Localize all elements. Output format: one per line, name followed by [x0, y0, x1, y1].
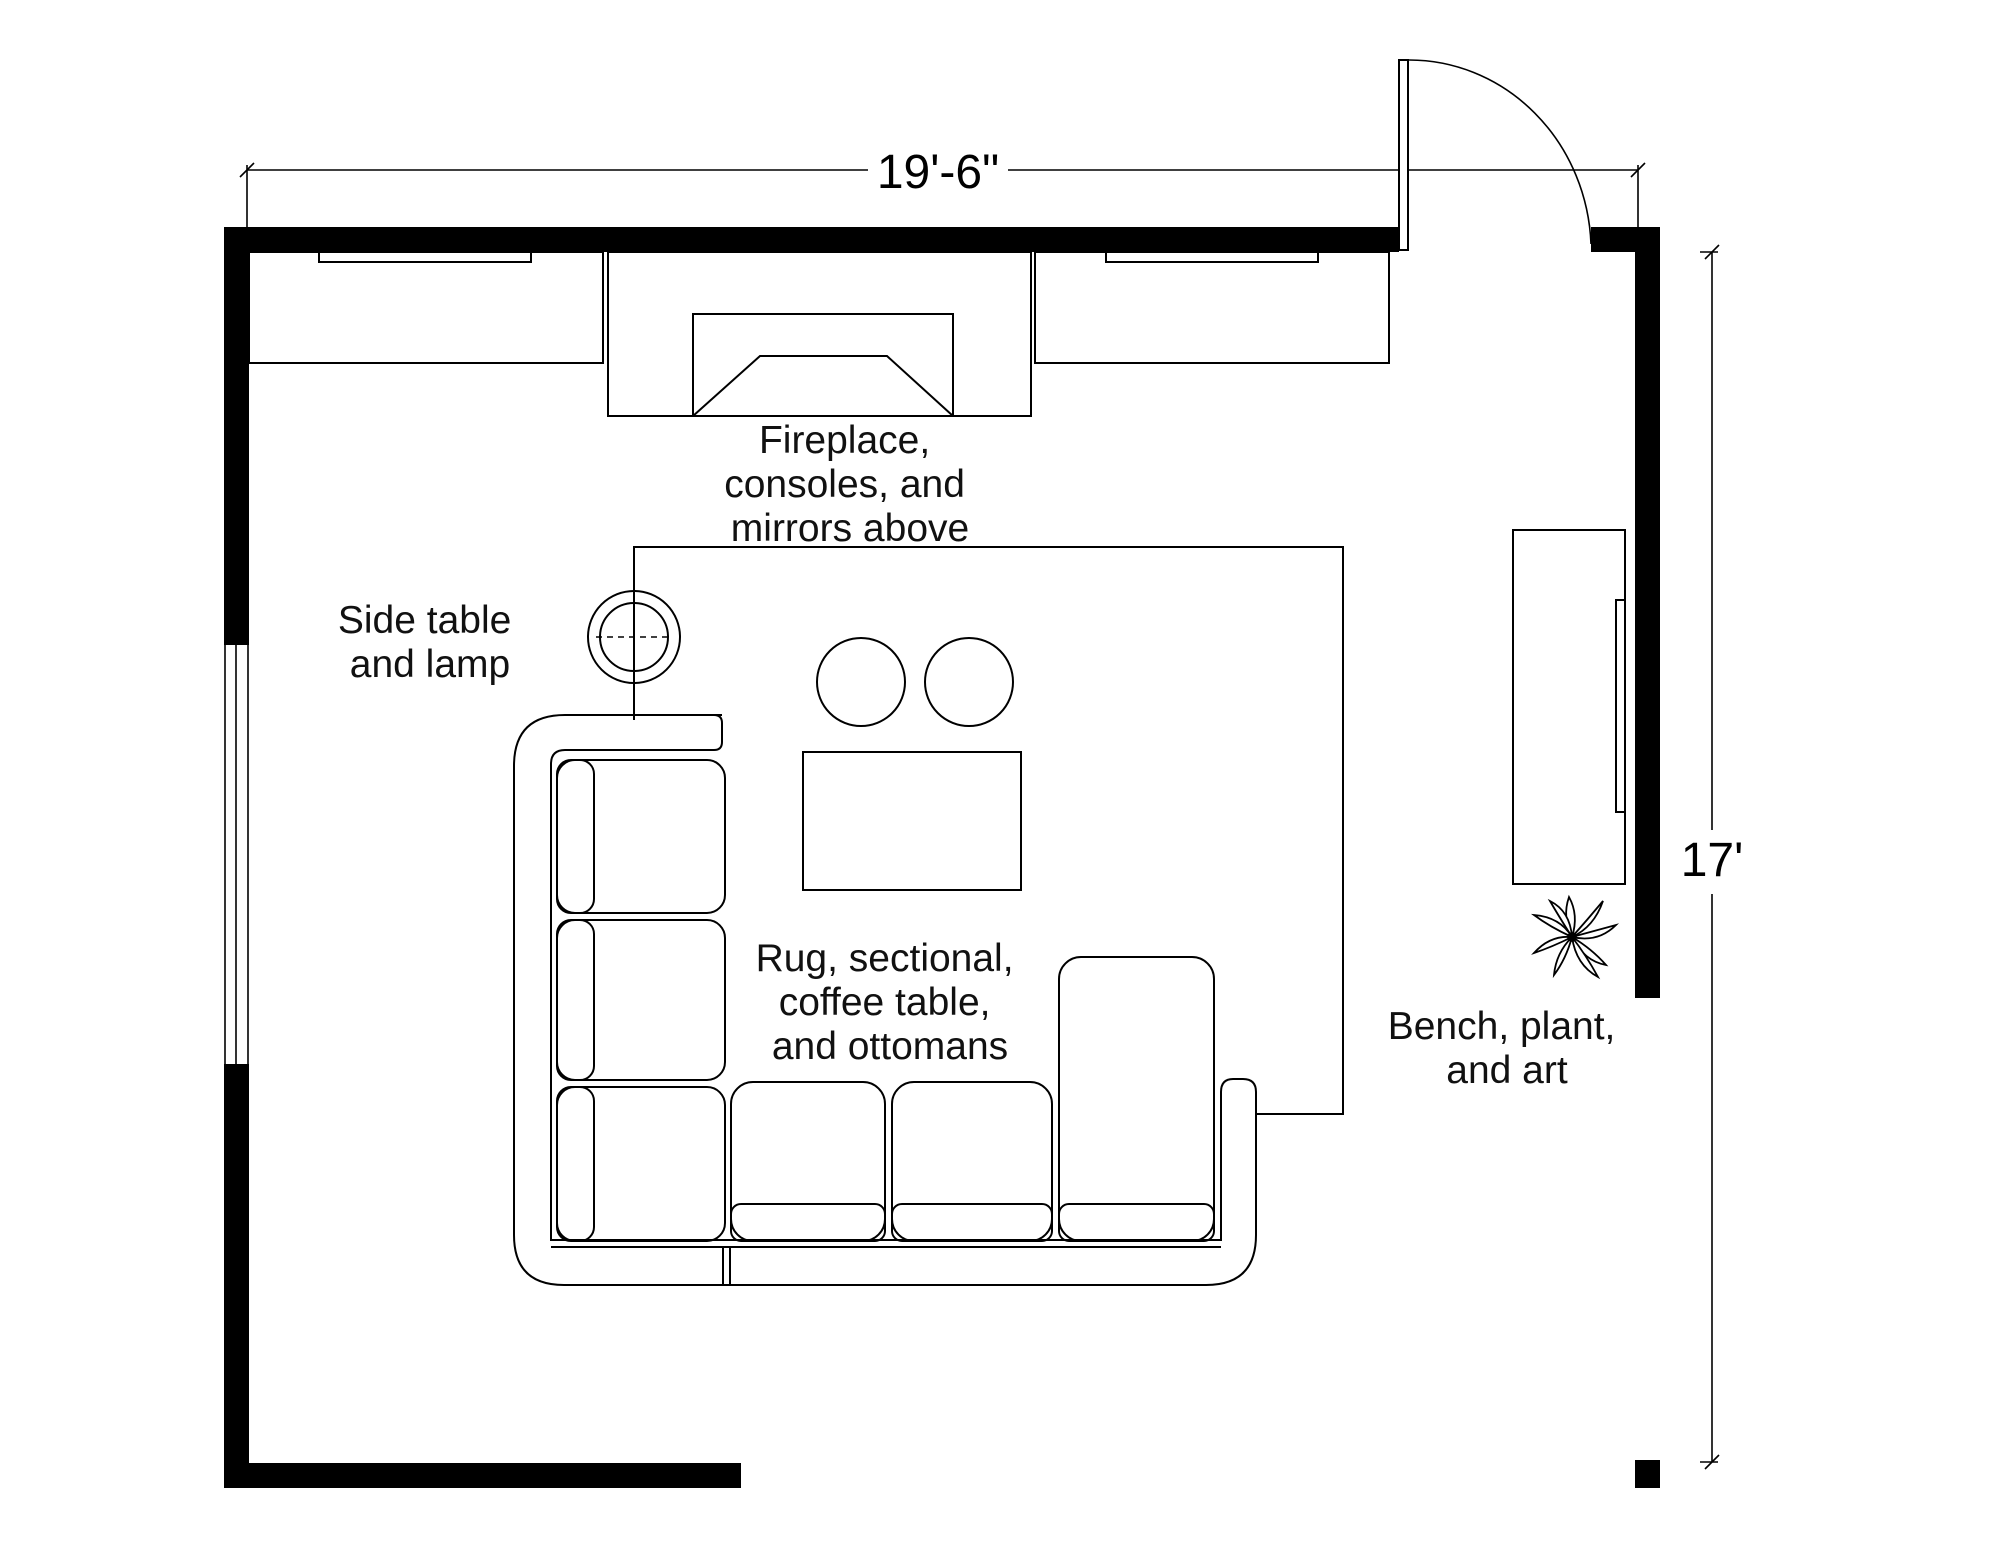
bench-plant-label: Bench, plant, and art — [1388, 1005, 1627, 1092]
side-table-lamp — [587, 590, 681, 684]
ottoman — [924, 637, 1014, 727]
width-dimension-label: 19'-6" — [877, 146, 999, 199]
coffee-table — [802, 751, 1022, 891]
rug-sectional-label: Rug, sectional, coffee table, and ottoma… — [756, 937, 1025, 1068]
side-table-label: Side table and lamp — [338, 599, 522, 686]
fireplace — [607, 251, 1032, 417]
ottoman — [816, 637, 906, 727]
height-dimension-label: 17' — [1681, 834, 1744, 887]
fireplace-label: Fireplace, consoles, and mirrors above — [724, 419, 976, 550]
plant-icon — [1530, 894, 1620, 980]
height-dimension: 17' — [1676, 244, 1746, 1470]
width-dimension: 19'-6" — [239, 140, 1646, 230]
walls — [224, 227, 1660, 1488]
door-swing-icon — [1398, 59, 1592, 251]
fireplace-consoles — [248, 251, 1390, 417]
window — [224, 645, 249, 1064]
bench-art — [1512, 529, 1626, 885]
sectional-sofa — [513, 714, 1257, 1286]
